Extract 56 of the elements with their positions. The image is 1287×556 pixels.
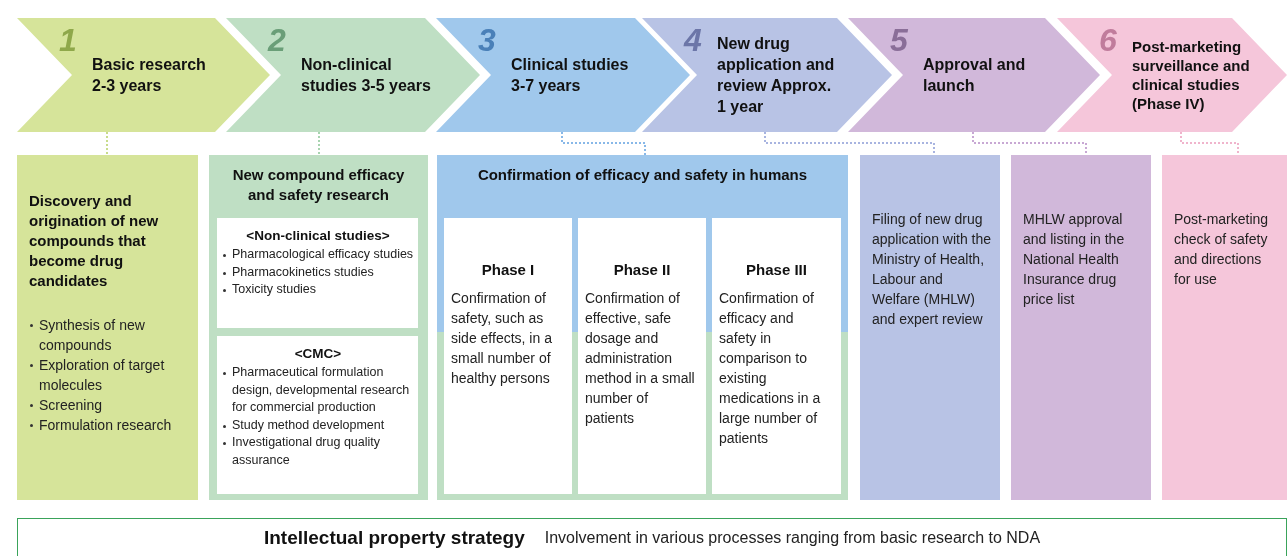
strategy-banner [17,518,1287,556]
content-card [578,218,706,494]
step-number: 6 [1099,22,1117,59]
phase-title: Phase II [612,260,672,280]
bullet-item: Screening [29,395,188,415]
strategy-text: Involvement in various processes ranging from basic research to NDA [544,527,1041,548]
content-card [217,336,418,494]
step-number: 2 [268,22,286,59]
dotted-connector [318,131,320,156]
panel-text: MHLW approval and listing in the National Health Insurance drug price list [1023,210,1126,309]
phase-title: Phase I [480,260,536,280]
step-number: 1 [59,22,77,59]
content-card [217,218,418,328]
list-heading: <CMC> [293,345,343,363]
dotted-connector [764,131,935,156]
step-title: New drug application and review Approx. 1 year [717,34,835,117]
panel-heading: Confirmation of efficacy and safety in humans [476,165,809,185]
step-number: 5 [890,22,908,59]
stage-panel [1162,155,1287,500]
content-card [712,218,841,494]
stage-panel [17,155,198,500]
bullet-item: Study method development [222,416,414,434]
panel-heading: New compound efficacy and safety research [231,165,406,205]
stage-panel [209,155,428,500]
dotted-connector [1180,131,1239,156]
bullet-item: Exploration of target molecules [29,355,188,395]
dotted-connector [106,131,108,156]
stage-panel [860,155,1000,500]
panel-text: Post-marketing check of safety and directions for use [1174,210,1270,289]
step-title: Post-marketing surveillance and clinical studies (Phase IV) [1132,37,1251,113]
bullet-item: Pharmaceutical formulation design, developmental research for commercial production [222,364,414,417]
bullet-item: Pharmacological efficacy studies [222,246,414,264]
step-title: Non-clinical studies 3-5 years [301,55,432,96]
phase-description: Confirmation of effective, safe dosage and administration method in a small number of patients [585,289,696,428]
panel-heading: Discovery and origination of new compounds that become drug candidates [29,191,160,291]
phase-description: Confirmation of safety, such as side effects, in a small number of healthy persons [451,289,553,388]
list-heading: <Non-clinical studies> [245,227,391,245]
bullet-item: Formulation research [29,415,188,435]
dotted-connector [972,131,1087,156]
stage-panel [1011,155,1151,500]
step-title: Approval and launch [923,55,1027,96]
step-title: Clinical studies 3-7 years [511,55,630,96]
strategy-heading: Intellectual property strategy [263,527,525,548]
step-title: Basic research 2-3 years [92,55,207,96]
panel-text: Filing of new drug application with the Ministry of Health, Labour and Welfare (MHLW) and expert review [872,210,992,329]
bullet-item: Pharmacokinetics studies [222,263,414,281]
bullet-item: Toxicity studies [222,281,414,299]
bullet-item: Investigational drug quality assurance [222,434,414,469]
dotted-connector [561,131,646,156]
phase-description: Confirmation of efficacy and safety in comparison to existing medications in a large number of patients [719,289,822,448]
bullet-item: Synthesis of new compounds [29,315,188,355]
phase-title: Phase III [745,260,808,280]
content-card [444,218,572,494]
stage-panel [437,155,848,500]
step-number: 3 [478,22,496,59]
step-number: 4 [684,22,702,59]
